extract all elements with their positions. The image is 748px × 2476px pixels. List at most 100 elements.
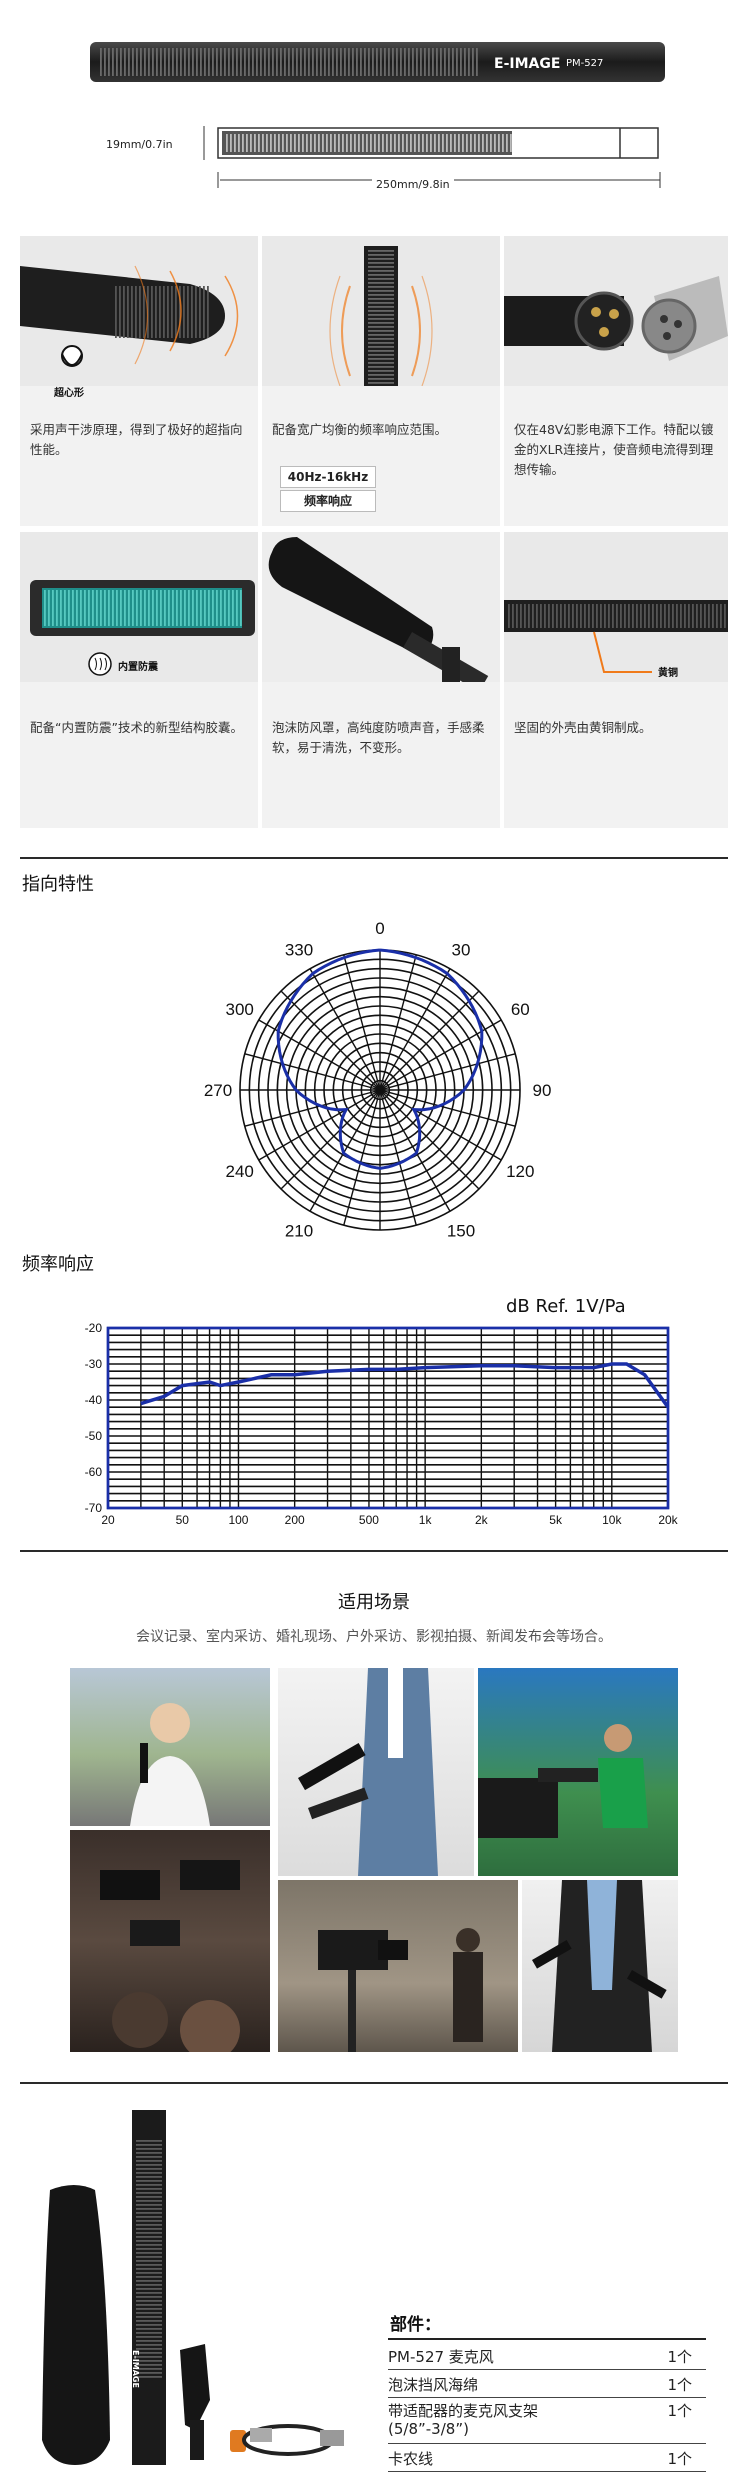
polar-spoke [244, 1053, 381, 1091]
feature-description: 仅在48V幻影电源下工作。特配以镀金的XLR连接片，使音频电流得到理想传输。 [514, 422, 714, 477]
parts-row: PM-527 麦克风 1个 [388, 2346, 706, 2370]
feature-image [262, 532, 500, 682]
x-tick-label: 100 [228, 1513, 248, 1527]
feature-cell-frequency: 40Hz-16kHz 频率响应 配备宽广均衡的频率响应范围。 [262, 236, 500, 526]
section-divider [20, 2082, 728, 2084]
package-contents-illustration [20, 2100, 380, 2470]
polar-angle-label: 300 [226, 1000, 254, 1019]
polar-spoke [379, 1053, 516, 1091]
part-name-detail: (5/8”-3/8”) [388, 2420, 469, 2438]
polar-spoke [309, 1089, 381, 1212]
feature-cell-xlr: 仅在48V幻影电源下工作。特配以镀金的XLR连接片，使音频电流得到理想传输。 [504, 236, 728, 526]
polar-spoke [379, 990, 480, 1091]
part-quantity: 1个 [667, 2450, 692, 2468]
feature-cell-shockmount: 内置防震 配备“内置防震”技术的新型结构胶囊。 [20, 532, 258, 828]
polar-angle-label: 240 [226, 1162, 254, 1181]
frequency-response-curve [140, 1362, 670, 1409]
polar-section-title: 指向特性 [22, 874, 94, 895]
scenes-subtitle: 会议记录、室内采访、婚礼现场、户外采访、影视拍摄、新闻发布会等场合。 [136, 1629, 612, 1645]
feature-cell-brass: 黄铜 坚固的外壳由黄铜制成。 [504, 532, 728, 828]
x-tick-label: 50 [176, 1513, 190, 1527]
feature-cell-windscreen: 泡沫防风罩，高纯度防喷声音，手感柔软，易于清洗，不变形。 [262, 532, 500, 828]
frequency-range-tag: 40Hz-16kHz [280, 466, 376, 488]
x-tick-label: 1k [419, 1513, 433, 1527]
parts-title-underline [388, 2338, 706, 2340]
feature-image [262, 236, 500, 386]
part-quantity: 1个 [667, 2402, 692, 2420]
dimension-length: 250mm/9.8in [372, 178, 454, 191]
y-tick-label: -70 [85, 1501, 103, 1515]
polar-spoke [309, 968, 381, 1091]
x-tick-label: 20k [658, 1513, 678, 1527]
polar-angle-label: 90 [533, 1081, 552, 1100]
y-tick-label: -60 [85, 1465, 103, 1479]
part-name: 卡农线 [388, 2450, 434, 2468]
polar-angle-label: 30 [452, 941, 471, 960]
part-name: 泡沫挡风海绵 [388, 2376, 479, 2394]
parts-title: 部件： [390, 2315, 441, 2335]
polar-plot: 0306090120150180210240270300330 [204, 919, 552, 1262]
polar-spoke [379, 1089, 451, 1212]
scene-photo-video-camera [278, 1880, 518, 2052]
brand-vertical-label: E-IMAGE [131, 2350, 140, 2388]
x-tick-label: 5k [549, 1513, 563, 1527]
polar-angle-label: 120 [506, 1162, 534, 1181]
feature-description: 配备宽广均衡的频率响应范围。 [272, 422, 448, 437]
polar-angle-label: 330 [285, 941, 313, 960]
polar-spoke [343, 1089, 381, 1226]
feature-label: 黄铜 [658, 668, 678, 679]
feature-description: 采用声干涉原理，得到了极好的超指向性能。 [30, 422, 243, 457]
feature-label: 内置防震 [118, 662, 158, 673]
x-tick-label: 20 [101, 1513, 115, 1527]
polar-chart: 0306090120150180210240270300330 [200, 900, 560, 1262]
plot-border [106, 1326, 670, 1510]
polar-spoke [379, 968, 451, 1091]
y-tick-label: -30 [85, 1357, 103, 1371]
feature-label: 超心形 [54, 388, 84, 399]
scenes-title: 适用场景 [338, 1592, 410, 1613]
x-tick-label: 2k [475, 1513, 489, 1527]
polar-spoke [379, 954, 417, 1091]
x-tick-label: 10k [602, 1513, 622, 1527]
polar-spoke [379, 1089, 480, 1190]
x-tick-label: 200 [285, 1513, 305, 1527]
product-hero: E-IMAGE PM-527 19mm/0.7in 250mm/9.8in [0, 0, 748, 220]
scene-photo-sports-camera [478, 1668, 678, 1876]
parts-row: 泡沫挡风海绵 1个 [388, 2374, 706, 2398]
dimension-height: 19mm/0.7in [106, 138, 173, 151]
feature-image [20, 532, 258, 682]
scene-photo-interview-suit [522, 1880, 678, 2052]
model-label: PM-527 [566, 58, 604, 69]
polar-angle-label: 60 [511, 1000, 530, 1019]
part-quantity: 1个 [667, 2348, 692, 2366]
part-quantity: 1个 [667, 2376, 692, 2394]
polar-spoke [343, 954, 381, 1091]
section-divider [20, 857, 728, 859]
polar-spoke [258, 1089, 381, 1161]
scene-photo-press-microphones [278, 1668, 474, 1876]
frequency-response-tag: 频率响应 [280, 490, 376, 512]
frequency-reference-label: dB Ref. 1V/Pa [506, 1296, 626, 1317]
feature-description: 配备“内置防震”技术的新型结构胶囊。 [30, 720, 243, 735]
feature-image [504, 532, 728, 682]
plot-area [106, 1326, 670, 1510]
polar-spoke [280, 990, 381, 1091]
section-divider [20, 1550, 728, 1552]
polar-angle-label: 150 [447, 1221, 475, 1240]
parts-row: 带适配器的麦克风支架 (5/8”-3/8”) 1个 [388, 2402, 706, 2444]
microphone-side-illustration [90, 42, 665, 188]
feature-description: 坚固的外壳由黄铜制成。 [514, 720, 652, 735]
polar-angle-label: 0 [375, 919, 384, 938]
polar-spoke [379, 1089, 516, 1127]
scene-photo-news-conference [70, 1830, 270, 2052]
brand-label: E-IMAGE [494, 56, 561, 72]
polar-spoke [244, 1089, 381, 1127]
part-name: PM-527 麦克风 [388, 2348, 494, 2366]
parts-row: 卡农线 1个 [388, 2448, 706, 2472]
x-tick-label: 500 [359, 1513, 379, 1527]
frequency-section-title: 频率响应 [22, 1254, 94, 1275]
polar-angle-label: 270 [204, 1081, 232, 1100]
part-name: 带适配器的麦克风支架 [388, 2402, 539, 2420]
